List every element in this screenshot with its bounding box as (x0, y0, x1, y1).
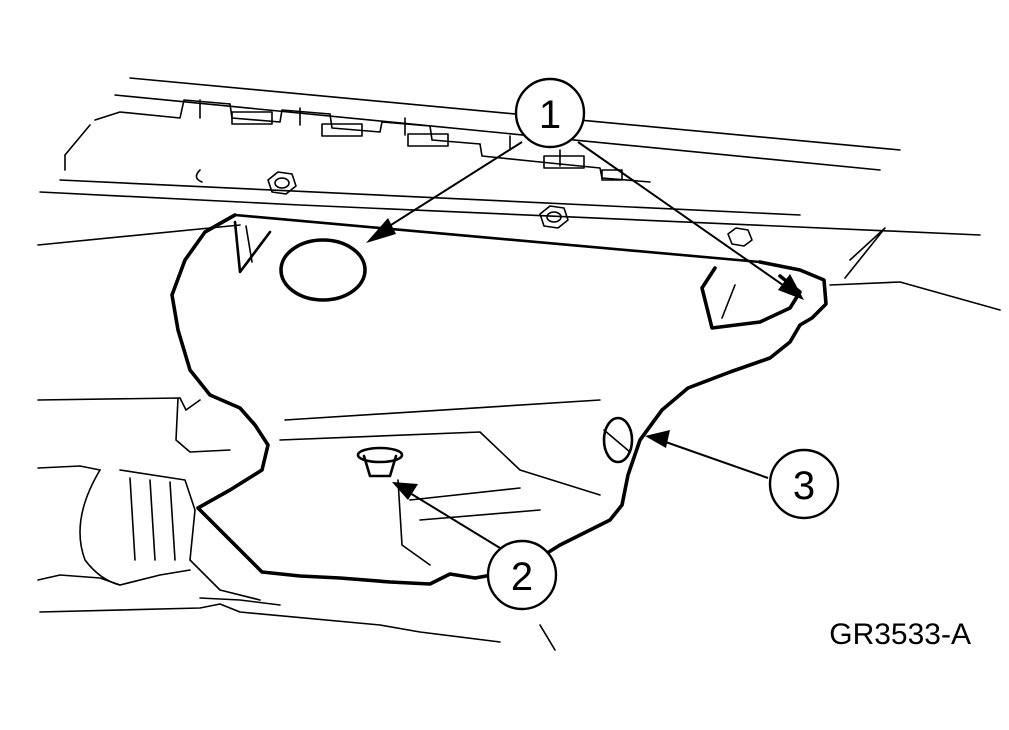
heat-shield (170, 213, 828, 586)
figure-id-label: GR3533-A (829, 618, 971, 651)
frame-rail (37, 77, 1001, 311)
callout-1-label: 1 (539, 93, 561, 137)
callout-3: 3 (768, 448, 840, 520)
callout-3-label: 3 (793, 464, 815, 508)
callout-1: 1 (514, 77, 586, 149)
bolt (727, 227, 753, 247)
bolt (267, 171, 297, 195)
leader-lines (366, 141, 804, 549)
bolt (539, 205, 569, 229)
rail-bolts (267, 171, 753, 247)
callout-2-label: 2 (511, 555, 533, 599)
callout-2: 2 (486, 539, 558, 611)
retainer-pin (356, 446, 404, 478)
lower-structure (37, 397, 601, 651)
